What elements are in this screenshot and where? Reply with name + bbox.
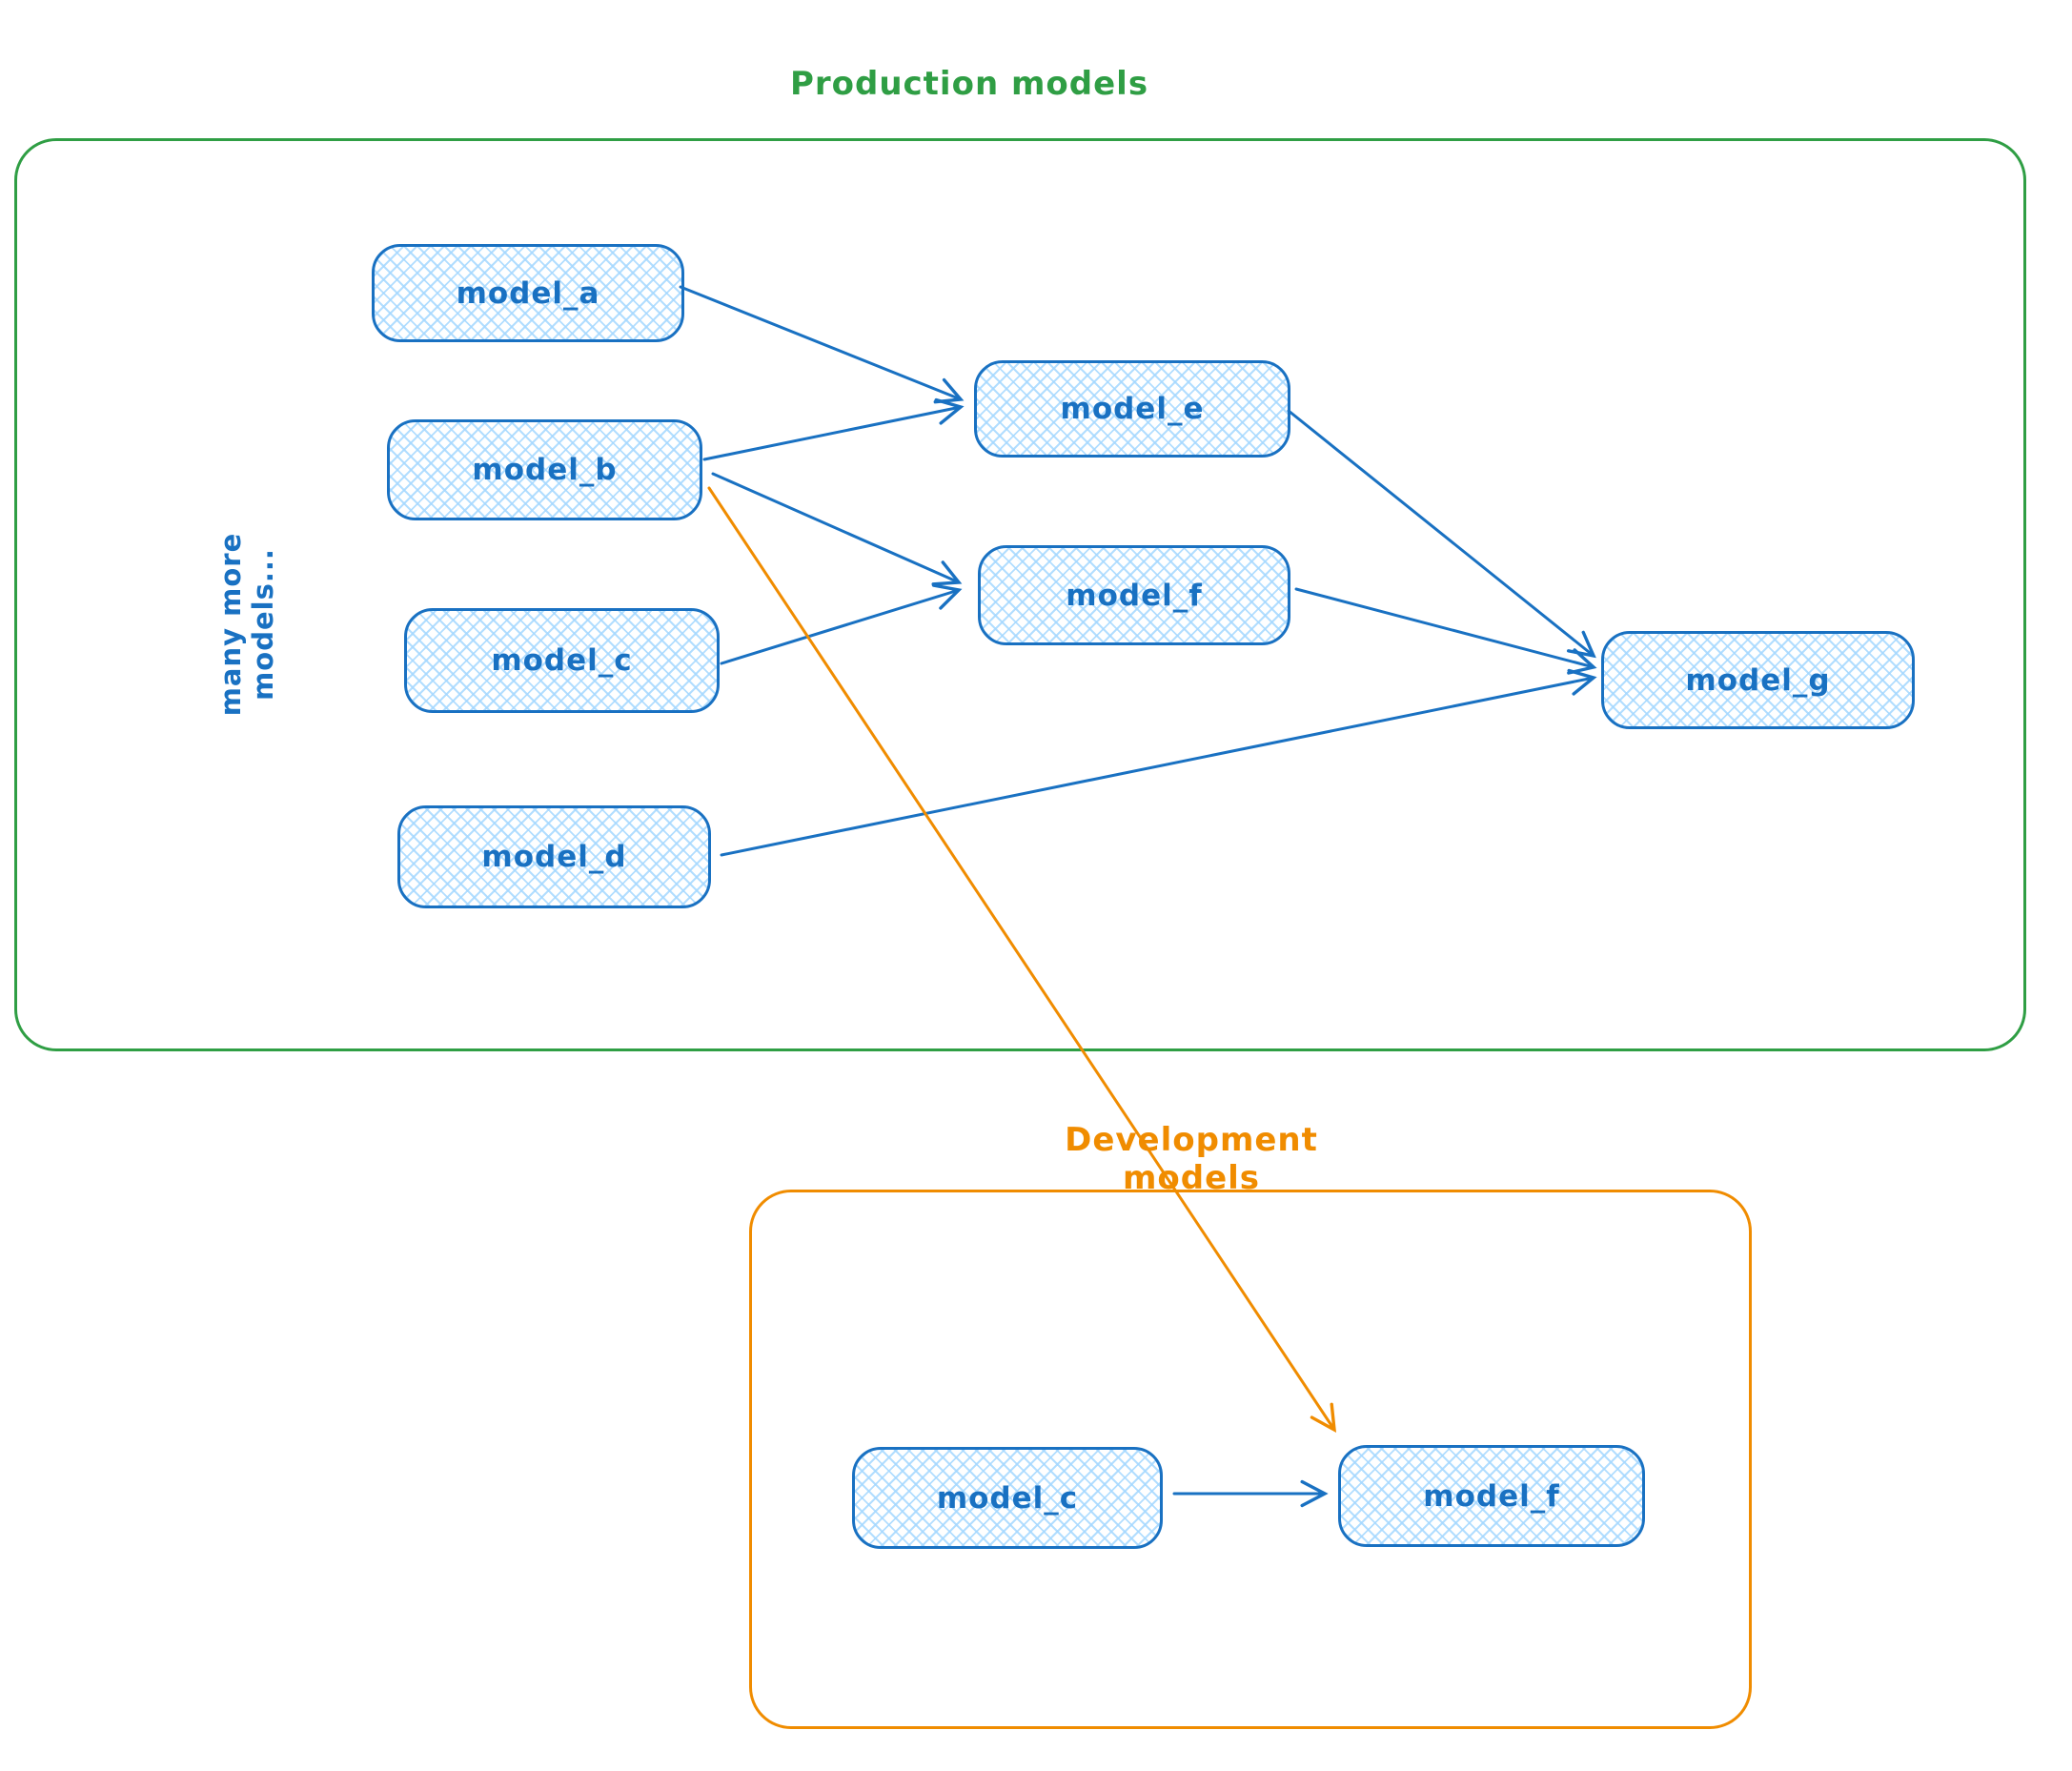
node-model-d-label: model_d — [481, 840, 627, 874]
node-model-f-label: model_f — [1066, 578, 1203, 613]
production-group-title: Production models — [789, 65, 1149, 103]
node-model-g: model_g — [1601, 631, 1915, 729]
node-model-f: model_f — [978, 545, 1290, 645]
node-dev-model-f: model_f — [1338, 1445, 1645, 1547]
node-dev-model-c-label: model_c — [936, 1480, 1079, 1516]
node-dev-model-c: model_c — [852, 1447, 1163, 1549]
node-dev-model-f-label: model_f — [1423, 1478, 1560, 1514]
node-model-a-label: model_a — [456, 275, 600, 311]
node-model-e: model_e — [974, 360, 1290, 458]
node-model-c-label: model_c — [491, 643, 633, 678]
node-model-e-label: model_e — [1060, 392, 1205, 426]
node-model-d: model_d — [397, 805, 711, 908]
node-model-b-label: model_b — [472, 453, 618, 487]
development-group-title: Development models — [1065, 1121, 1318, 1197]
many-more-models-note: many more models... — [214, 532, 279, 717]
node-model-b: model_b — [387, 419, 702, 520]
node-model-a: model_a — [372, 244, 684, 342]
node-model-g-label: model_g — [1685, 662, 1831, 698]
node-model-c: model_c — [404, 608, 720, 713]
